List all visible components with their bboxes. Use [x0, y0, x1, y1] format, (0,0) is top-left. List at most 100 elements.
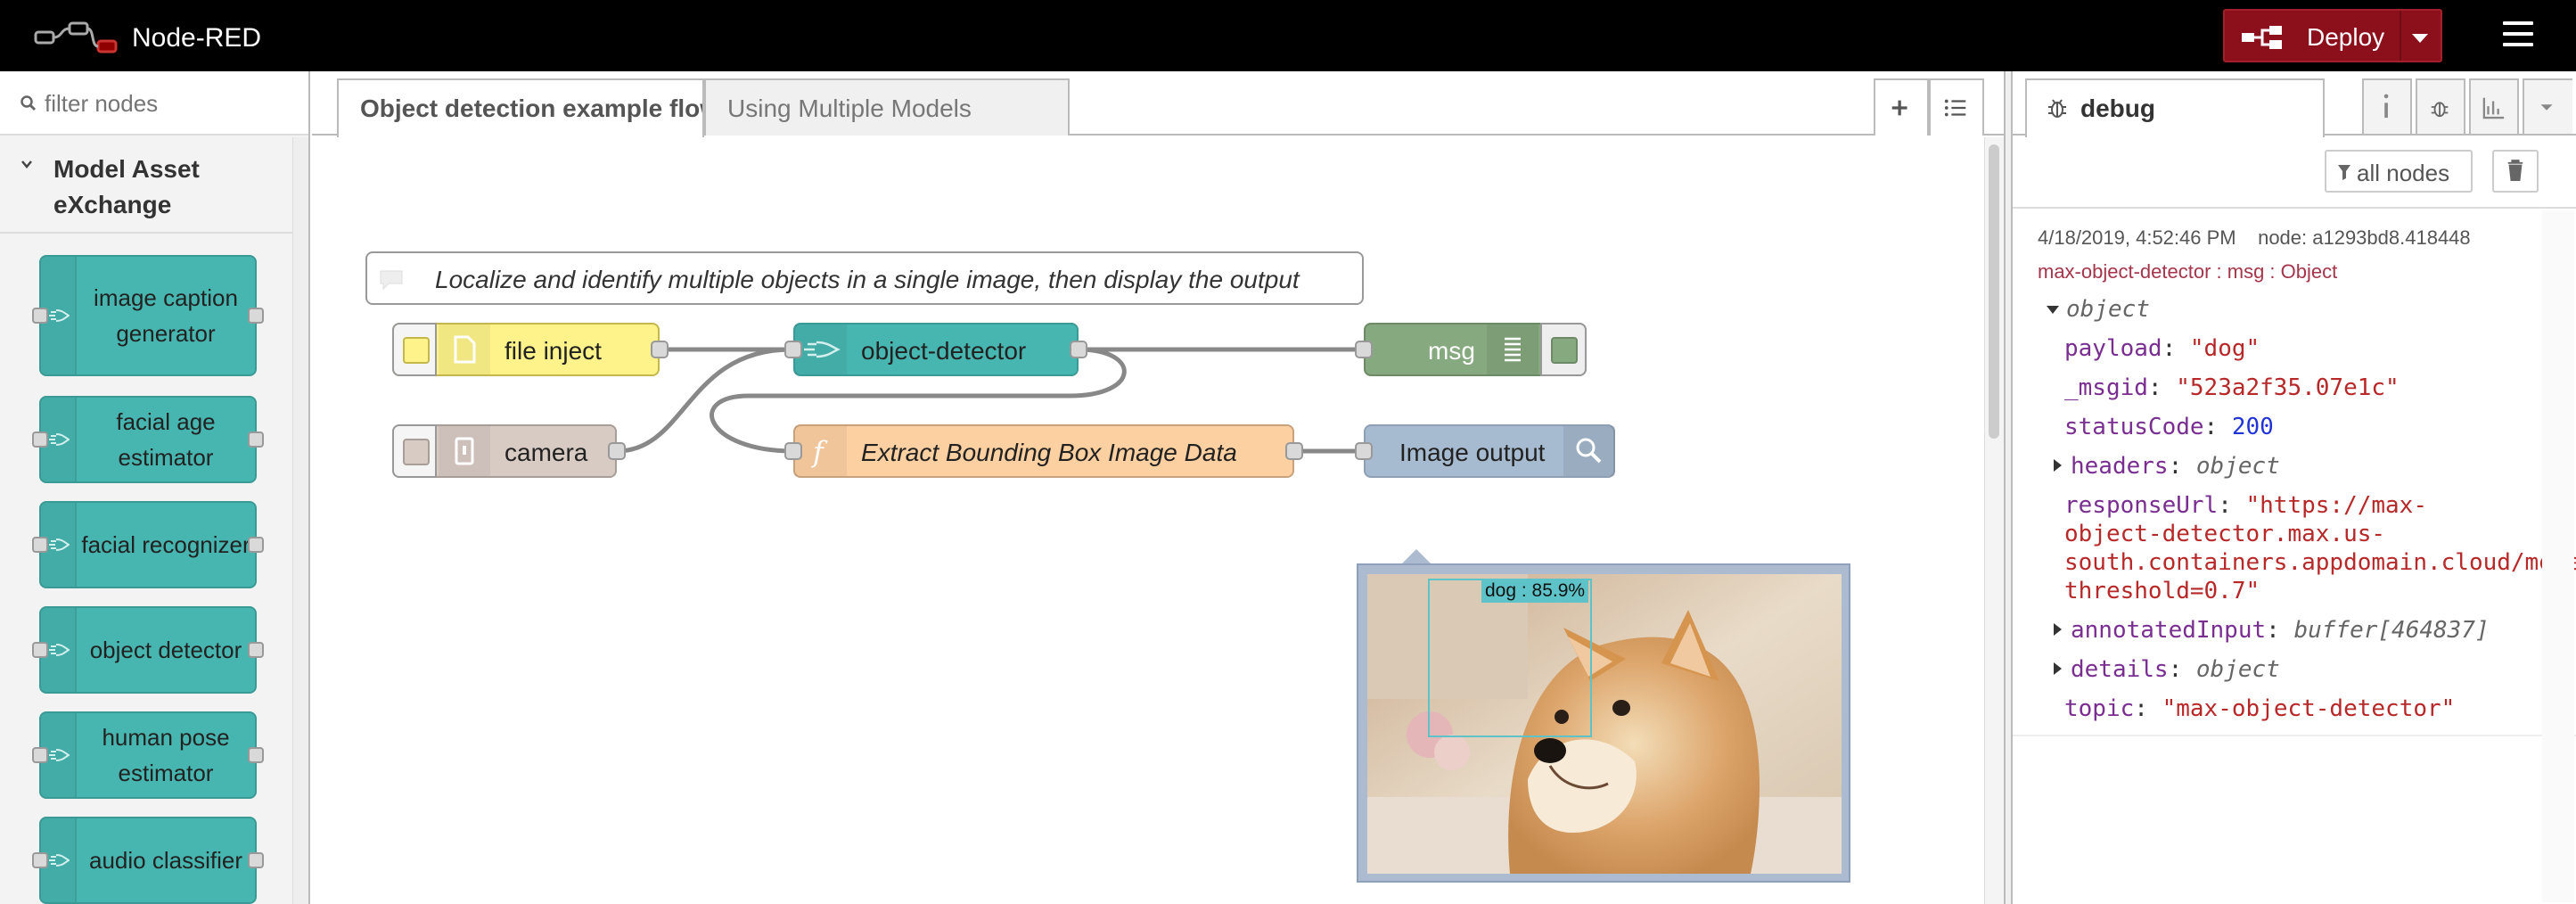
image-popup-arrow: [1402, 549, 1431, 563]
object-root-toggle[interactable]: object: [2047, 296, 2150, 323]
camera-icon: [439, 426, 490, 476]
header-bar: Node-RED Deploy: [0, 0, 2576, 71]
filter-all-nodes-button[interactable]: all nodes: [2325, 150, 2473, 193]
flow-wires: [616, 347, 1362, 454]
prop-responseurl: responseUrl: "https://max-: [2064, 492, 2427, 519]
sidebar: debug all nodes 4/18/: [2011, 71, 2576, 904]
input-port[interactable]: [1355, 341, 1373, 358]
output-port[interactable]: [1285, 442, 1303, 460]
output-port[interactable]: [651, 341, 669, 358]
flow-list-icon[interactable]: [1929, 78, 1984, 136]
add-flow-plus-icon[interactable]: [1874, 78, 1929, 136]
caret-right-icon: [2054, 662, 2062, 675]
bug-icon: [2048, 99, 2066, 118]
deploy-divider: [2400, 11, 2401, 61]
output-port[interactable]: [608, 442, 626, 460]
input-port: [32, 747, 48, 763]
camera-node[interactable]: camera: [392, 424, 626, 478]
prop-value: buffer[464837]: [2293, 617, 2490, 644]
palette-category-header[interactable]: Model Asset eXchange: [0, 137, 292, 234]
prop-responseurl-cont: south.containers.appdomain.cloud/model/p…: [2064, 549, 2576, 576]
flow-workspace: Using Multiple Models Object detection e…: [312, 71, 2004, 904]
input-port: [32, 537, 48, 553]
palette-scrollbar[interactable]: [292, 137, 308, 904]
deploy-button[interactable]: Deploy: [2223, 9, 2442, 62]
prop-details[interactable]: details: object: [2054, 656, 2280, 683]
chevron-down-icon[interactable]: [20, 157, 34, 171]
deploy-icon: [2242, 26, 2282, 49]
scrollbar-thumb[interactable]: [1989, 144, 1999, 439]
prop-value: "max-object-detector": [2162, 695, 2456, 722]
sidebar-menu-caret-icon[interactable]: [2523, 78, 2572, 134]
msg-debug-node[interactable]: msg: [1355, 323, 1587, 376]
prop-value: object: [2195, 656, 2280, 683]
output-port: [248, 431, 264, 448]
output-port[interactable]: [1070, 341, 1087, 358]
inject-button[interactable]: [392, 323, 437, 376]
palette-node[interactable]: image caption generator: [32, 255, 264, 376]
palette-node[interactable]: human pose estimator: [32, 711, 264, 799]
input-port[interactable]: [784, 442, 802, 460]
flow-canvas[interactable]: Localize and identify multiple objects i…: [312, 137, 1984, 904]
palette-node-label: facial age estimator: [116, 408, 216, 471]
object-detector-node[interactable]: object-detector: [784, 323, 1087, 376]
palette-node[interactable]: object detector: [32, 606, 264, 694]
prop-topic: topic: "max-object-detector": [2064, 695, 2456, 722]
file-inject-node[interactable]: file inject: [392, 323, 669, 376]
debug-node-id[interactable]: node: a1293bd8.418448: [2258, 226, 2471, 249]
clear-trash-icon[interactable]: [2492, 150, 2539, 193]
node-label: file inject: [505, 337, 602, 365]
palette-node[interactable]: facial age estimator: [32, 396, 264, 483]
sidebar-resize-handle[interactable]: [2004, 71, 2011, 904]
wire[interactable]: [616, 347, 792, 454]
tab-object-detection[interactable]: Object detection example flow: [337, 78, 704, 137]
palette-node[interactable]: facial recognizer: [32, 501, 264, 588]
debug-message[interactable]: 4/18/2019, 4:52:46 PM node: a1293bd8.418…: [2013, 210, 2576, 736]
workspace-vertical-scrollbar[interactable]: [1984, 137, 2004, 904]
filter-nodes-input[interactable]: [45, 87, 303, 119]
prop-headers[interactable]: headers: object: [2054, 453, 2280, 480]
dashboard-chart-icon[interactable]: [2469, 78, 2519, 134]
prop-annotatedinput[interactable]: annotatedInput: buffer[464837]: [2054, 617, 2490, 644]
tab-using-multiple-models[interactable]: Using Multiple Models: [704, 78, 1070, 136]
input-port: [32, 852, 48, 868]
palette-node-label: object detector: [89, 637, 242, 663]
prop-key: _msgid: [2064, 374, 2148, 401]
debug-toggle-button[interactable]: [1540, 323, 1587, 376]
camera-button[interactable]: [392, 424, 437, 478]
input-port[interactable]: [784, 341, 802, 358]
tab-label: Object detection example flow: [360, 95, 704, 122]
node-label: Extract Bounding Box Image Data: [861, 439, 1237, 466]
object-type: object: [2066, 296, 2150, 323]
workspace-tabs: Using Multiple Models Object detection e…: [312, 71, 2004, 137]
image-output-node[interactable]: Image output: [1355, 424, 1615, 478]
magnifier-icon: [1563, 426, 1615, 476]
comment-node[interactable]: Localize and identify multiple objects i…: [365, 251, 1364, 305]
function-node[interactable]: f Extract Bounding Box Image Data: [784, 424, 1303, 478]
svg-text:f: f: [811, 435, 828, 469]
prop-value: object: [2195, 453, 2280, 480]
prop-value: 200: [2231, 414, 2274, 440]
deploy-dropdown-caret-icon[interactable]: [2412, 34, 2428, 43]
palette-node-label: facial recognizer: [81, 531, 250, 558]
input-port[interactable]: [1355, 442, 1373, 460]
wire[interactable]: [710, 347, 1127, 454]
input-port: [32, 308, 48, 324]
palette-search: [0, 71, 308, 136]
node-palette: Model Asset eXchange image caption gener…: [0, 71, 310, 904]
sidebar-scrollbar[interactable]: [2542, 210, 2574, 902]
main-menu-hamburger-icon[interactable]: [2503, 21, 2533, 50]
node-label: Image output: [1399, 439, 1546, 466]
debug-bug-icon[interactable]: [2416, 78, 2465, 134]
palette-node[interactable]: audio classifier: [32, 817, 264, 904]
prop-value: "https://max-: [2245, 492, 2428, 519]
prop-msgid: _msgid: "523a2f35.07e1c": [2064, 374, 2400, 401]
tab-debug[interactable]: debug: [2025, 78, 2325, 137]
prop-responseurl-cont: object-detector.max.us-: [2064, 521, 2386, 547]
palette-node-label: image caption generator: [94, 284, 238, 347]
output-port: [248, 747, 264, 763]
sidebar-tabs: debug: [2013, 71, 2576, 137]
image-output-preview: dog : 85.9%: [1357, 563, 1850, 883]
info-icon[interactable]: [2362, 78, 2412, 134]
output-port: [248, 852, 264, 868]
